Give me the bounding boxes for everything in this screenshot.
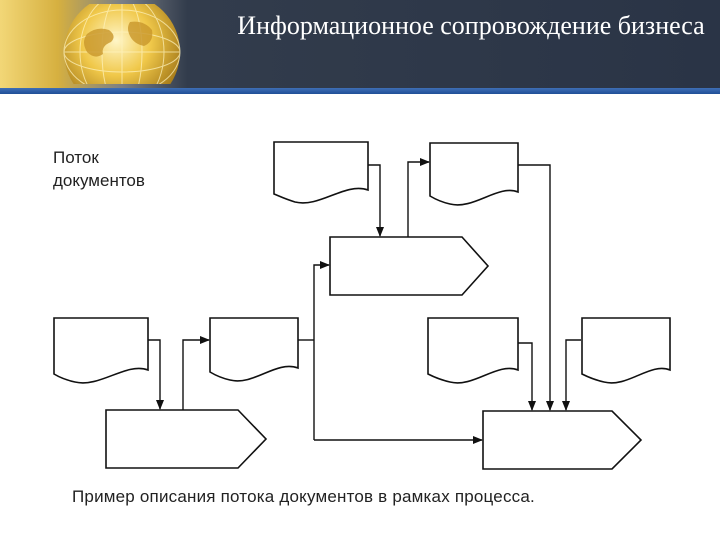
flow-arrow: [148, 339, 164, 410]
figure-caption: Пример описания потока документов в рамк…: [72, 487, 535, 506]
flow-arrow: [368, 164, 384, 237]
flow-arrow: [313, 261, 330, 440]
document-shape: [209, 317, 299, 382]
document-shape: [581, 317, 671, 384]
process-block: [105, 409, 268, 469]
flow-arrow: [562, 339, 581, 411]
document-shape: [273, 141, 369, 204]
process-block: [329, 236, 490, 296]
flow-arrow: [518, 164, 554, 411]
process-block: [482, 410, 643, 470]
document-shape: [427, 317, 519, 384]
flow-label: Поток документов: [53, 146, 145, 192]
document-shape: [53, 317, 149, 384]
flow-arrow: [407, 158, 430, 237]
document-shape: [429, 142, 519, 206]
slide-header: Информационное сопровождение бизнеса: [0, 0, 720, 88]
header-divider: [0, 88, 720, 94]
slide-title: Информационное сопровождение бизнеса: [237, 11, 705, 40]
globe-logo-icon: [63, 4, 181, 84]
flow-arrow: [518, 342, 536, 411]
flow-label-line: документов: [53, 171, 145, 190]
flow-arrow: [182, 336, 210, 410]
flow-label-line: Поток: [53, 148, 99, 167]
